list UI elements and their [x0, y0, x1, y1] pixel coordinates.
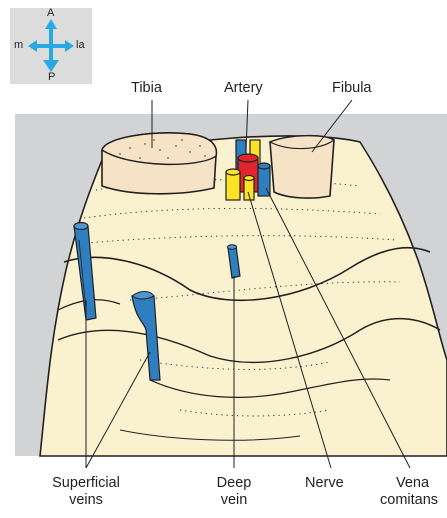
- tibia-label: Tibia: [131, 80, 162, 97]
- superficial-veins-label: Superficial veins: [46, 475, 126, 510]
- superficial-veins-label-line1: Superficial: [46, 475, 126, 492]
- deep-vein-label-line2: vein: [206, 492, 262, 509]
- artery-label: Artery: [224, 80, 263, 97]
- fibula-label: Fibula: [332, 80, 372, 97]
- deep-vein-label-line1: Deep: [206, 475, 262, 492]
- vena-comitans-label-line2: comitans: [380, 492, 447, 509]
- vena-comitans-label: Vena comitans: [380, 475, 447, 510]
- nerve-vessel: [226, 172, 240, 200]
- superficial-veins-label-line2: veins: [46, 492, 126, 509]
- vena-comitans-label-line1: Vena: [380, 475, 447, 492]
- nerve-label: Nerve: [305, 475, 344, 492]
- deep-vein-label: Deep vein: [206, 475, 262, 510]
